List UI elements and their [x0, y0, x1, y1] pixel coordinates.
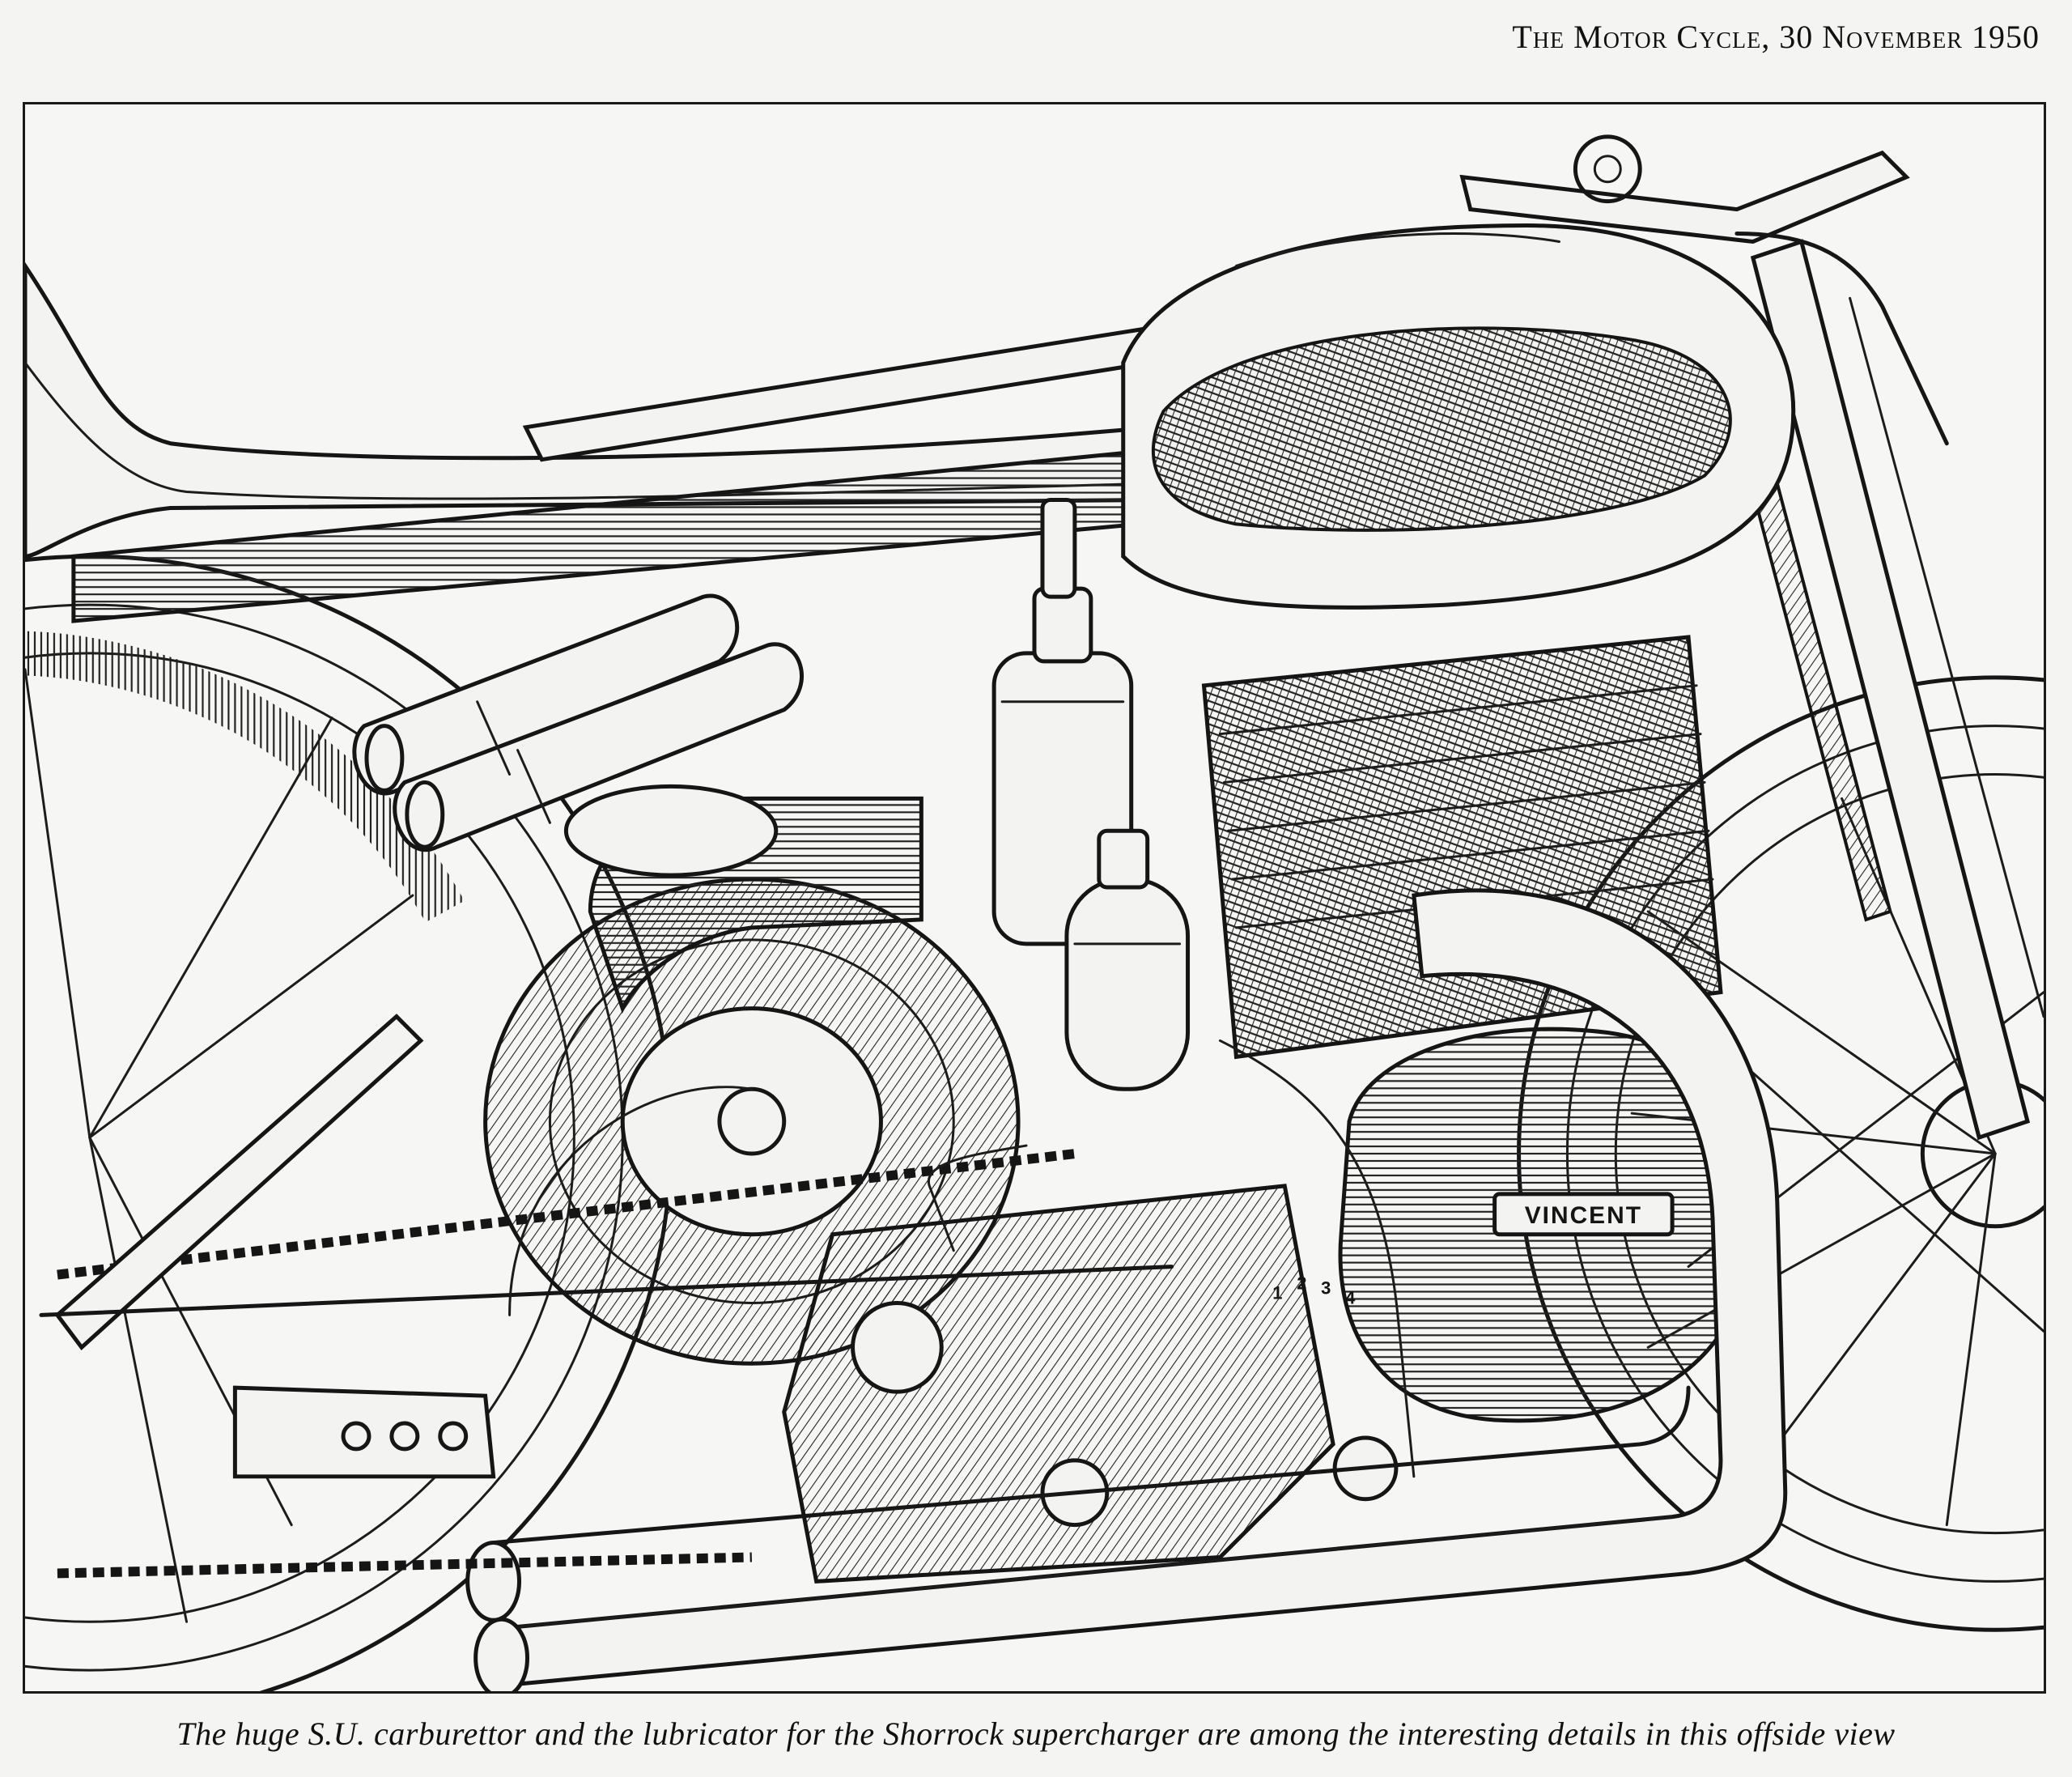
drive-chain	[57, 1149, 1076, 1579]
illustration-frame: VINCENT 1 2 3 4	[23, 102, 2046, 1694]
vincent-badge	[1492, 1192, 1675, 1237]
gear-mark: 4	[1345, 1287, 1357, 1307]
control-pipes	[508, 1039, 1416, 1478]
figure-caption: The huge S.U. carburettor and the lubric…	[176, 1715, 1896, 1752]
motorcycle-engine-illustration: VINCENT 1 2 3 4	[25, 134, 2044, 1691]
air-filter-canisters	[352, 593, 804, 852]
running-head: The Motor Cycle, 30 November 1950	[1512, 19, 2040, 55]
fuel-tank	[1121, 223, 1796, 610]
vincent-badge-text: VINCENT	[1525, 1202, 1642, 1229]
gear-mark: 3	[1321, 1278, 1332, 1299]
rear-frame-stays	[39, 1014, 1174, 1479]
lubricator	[1064, 828, 1191, 1091]
intake-elbow	[563, 784, 923, 1014]
crankcase	[782, 1184, 1399, 1584]
timing-cover: VINCENT	[1338, 1027, 1756, 1423]
handlebar	[1459, 134, 1949, 446]
